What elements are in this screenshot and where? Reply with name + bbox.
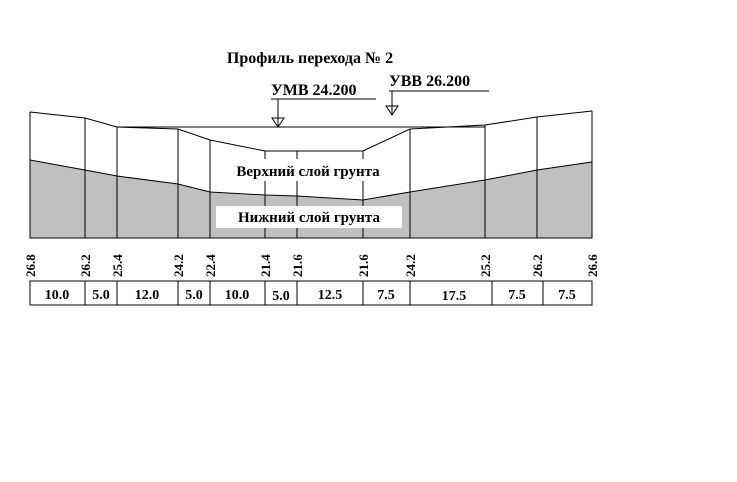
high-water-level-label: УВВ 26.200 [389,73,470,90]
low-water-level-arrowhead [271,117,285,128]
elevation-label: 21.6 [290,254,305,277]
distance-cell: 7.5 [558,288,576,303]
elevation-label: 22.4 [203,254,218,277]
distance-cell: 17.5 [442,289,467,304]
picket-lines [29,111,593,238]
distance-cell: 12.5 [318,288,343,303]
high-water-level-arrowhead [385,105,399,116]
low-water-level-label: УМВ 24.200 [271,82,357,99]
distance-cell: 5.0 [185,288,203,303]
distance-table [29,280,593,306]
distance-cell: 12.0 [135,288,160,303]
lower-layer-label-bg [216,206,402,228]
distance-cell: 5.0 [92,288,110,303]
ground-surface-line [29,110,593,152]
elevation-label: 26.8 [23,254,38,277]
elevation-label: 24.2 [171,254,186,277]
elevation-label: 25.2 [478,254,493,277]
distance-cell: 10.0 [225,288,250,303]
distance-cell: 7.5 [508,288,526,303]
upper-layer-label-bg [214,159,402,181]
elevation-label: 24.2 [403,254,418,277]
distance-labels: 10.0 5.0 12.0 5.0 10.0 5.0 12.5 7.5 17.5… [45,288,576,304]
elevation-label: 25.4 [110,254,125,277]
elevation-labels: 26.8 26.2 25.4 24.2 22.4 21.4 21.6 21.6 … [23,254,600,277]
diagram-title: Профиль перехода № 2 [227,50,393,67]
distance-cell: 5.0 [272,289,290,304]
upper-layer-label: Верхний слой грунта [236,164,380,180]
distance-cell: 7.5 [377,288,395,303]
distance-cell: 10.0 [45,288,70,303]
elevation-label: 26.2 [530,254,545,277]
lower-layer-label: Нижний слой грунта [238,210,380,226]
elevation-label: 26.2 [78,254,93,277]
elevation-label: 21.4 [258,254,273,277]
elevation-label: 21.6 [356,254,371,277]
elevation-label: 26.6 [585,254,600,277]
